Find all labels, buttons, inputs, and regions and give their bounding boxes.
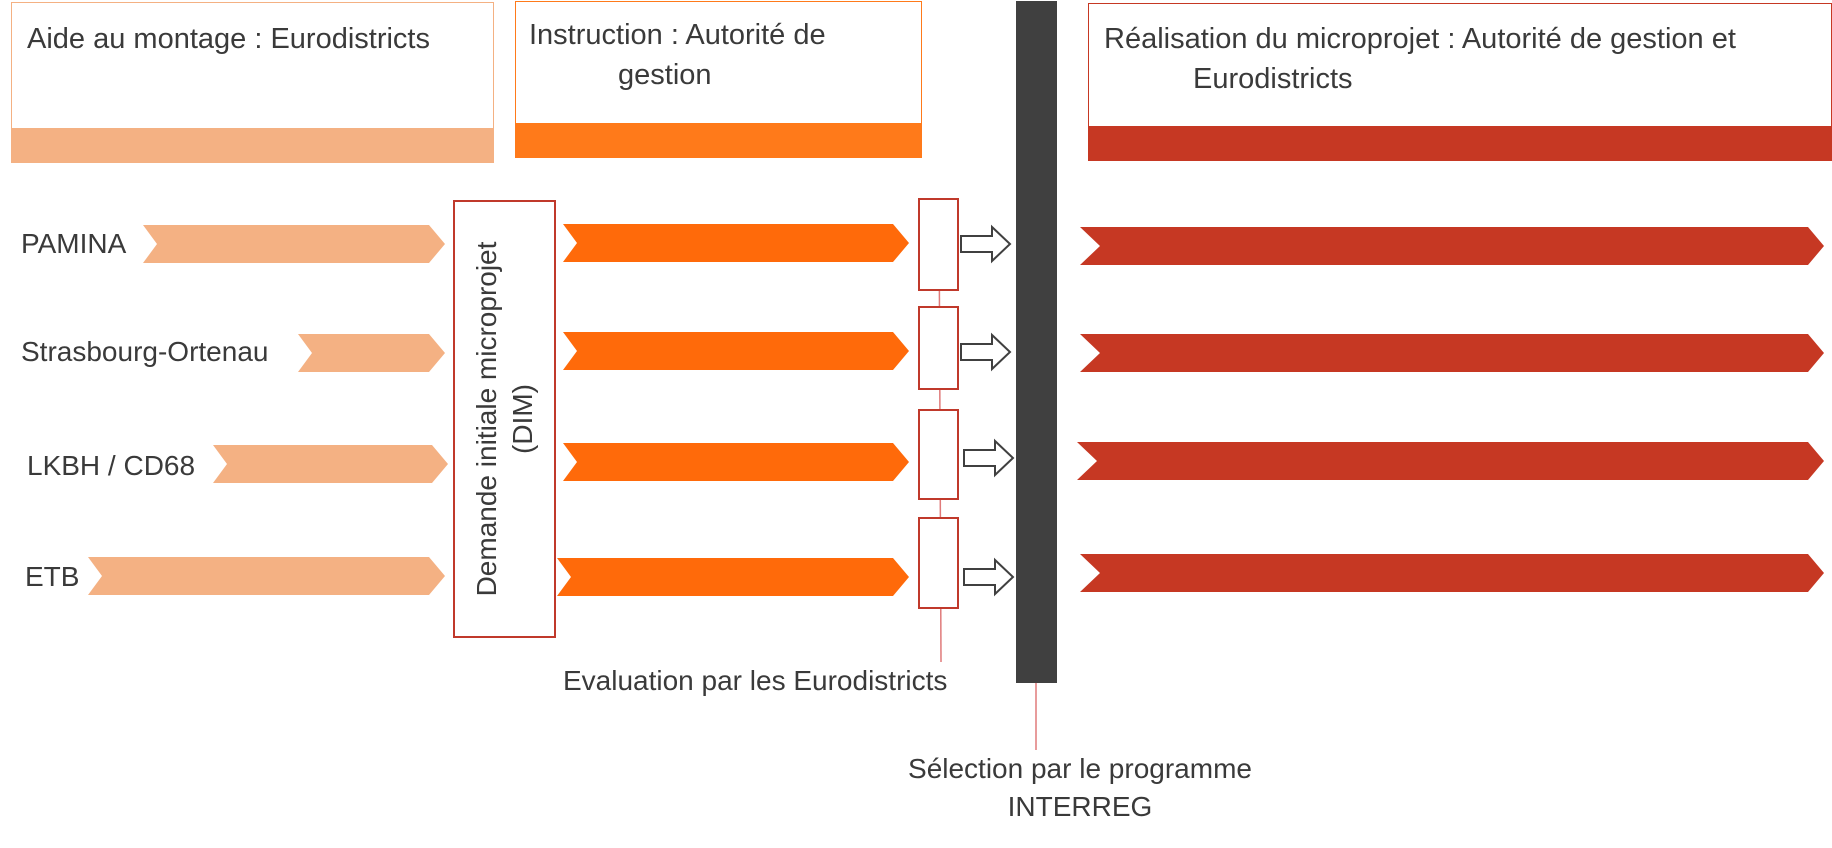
region-label-strasbourg-ortenau: Strasbourg-Ortenau <box>21 336 269 367</box>
region-label-etb: ETB <box>25 561 80 592</box>
evaluation-box-lkbh-cd68 <box>918 409 959 500</box>
selection-bar <box>1016 1 1057 683</box>
evaluation-box-pamina <box>918 198 959 291</box>
phase-instruction-label-line1: Instruction : Autorité de <box>529 19 826 51</box>
chevron-instruction-strasbourg-ortenau <box>563 332 909 370</box>
chevron-instruction-pamina <box>563 224 909 262</box>
outline-arrow-lkbh-cd68 <box>963 438 1015 478</box>
phase-instruction-band <box>516 123 921 157</box>
phase-montage-box <box>11 2 494 163</box>
selection-caption: Sélection par le programme INTERREG <box>880 750 1280 826</box>
evaluation-box-etb <box>918 517 959 609</box>
outline-arrow-etb <box>963 557 1015 597</box>
chevron-montage-pamina <box>143 225 445 263</box>
phase-realisation-label-line1: Réalisation du microprojet : Autorité de… <box>1104 23 1736 55</box>
chevron-montage-etb <box>88 557 445 595</box>
phase-realisation-label-line2: Eurodistricts <box>1193 63 1353 95</box>
phase-instruction-label-line2: gestion <box>618 59 712 91</box>
outline-arrow-strasbourg-ortenau <box>960 332 1012 372</box>
selection-caption-line1: Sélection par le programme <box>908 753 1252 784</box>
phase-realisation-band <box>1089 126 1831 160</box>
chevron-instruction-etb <box>557 558 909 596</box>
selection-caption-line2: INTERREG <box>1007 791 1153 822</box>
region-label-lkbh-cd68: LKBH / CD68 <box>27 450 196 481</box>
phase-realisation-box <box>1088 3 1832 161</box>
chevron-montage-strasbourg-ortenau <box>298 334 445 372</box>
outline-arrow-pamina <box>960 224 1012 264</box>
evaluation-box-strasbourg-ortenau <box>918 306 959 390</box>
chevron-realisation-strasbourg-ortenau <box>1080 334 1824 372</box>
chevron-montage-lkbh-cd68 <box>213 445 448 483</box>
chevron-realisation-etb <box>1080 554 1824 592</box>
chevron-realisation-lkbh-cd68 <box>1077 442 1824 480</box>
phase-montage-label: Aide au montage : Eurodistricts <box>27 23 430 55</box>
chevron-instruction-lkbh-cd68 <box>563 443 909 481</box>
phase-montage-band <box>12 128 493 162</box>
evaluation-caption: Evaluation par les Eurodistricts <box>563 665 948 696</box>
phase-instruction-box <box>515 1 922 158</box>
dim-box: Demande initiale microprojet (DIM) <box>453 200 556 638</box>
chevron-realisation-pamina <box>1080 227 1824 265</box>
region-label-pamina: PAMINA <box>21 228 127 259</box>
